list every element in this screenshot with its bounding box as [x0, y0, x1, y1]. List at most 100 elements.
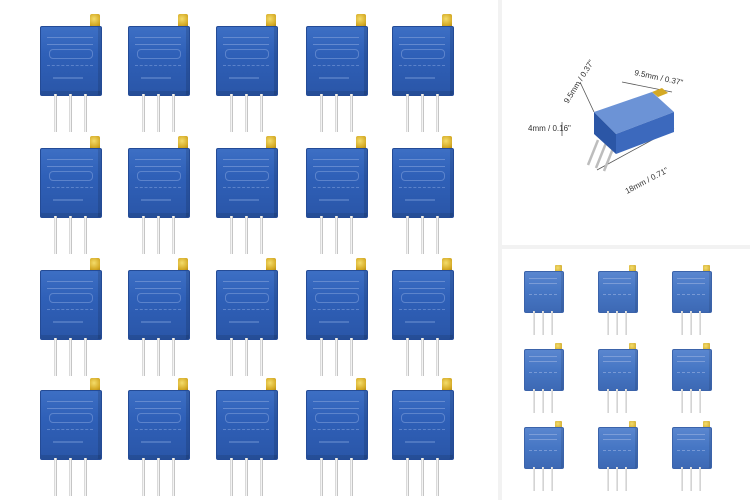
- pin: [350, 458, 353, 496]
- pin: [230, 338, 233, 376]
- pin: [542, 467, 544, 491]
- adjuster-screw: [266, 136, 276, 150]
- pin: [157, 338, 160, 376]
- pin: [69, 458, 72, 496]
- potentiometer-body: [392, 270, 454, 340]
- adjuster-screw: [90, 258, 100, 272]
- adjuster-screw: [266, 258, 276, 272]
- potentiometer-body: [306, 270, 368, 340]
- adjuster-screw: [266, 14, 276, 28]
- pin: [699, 467, 701, 491]
- adjuster-screw: [266, 378, 276, 392]
- pin: [172, 458, 175, 496]
- pin: [406, 338, 409, 376]
- potentiometer-body: [524, 271, 564, 313]
- pin: [245, 458, 248, 496]
- small-product-panel: [502, 249, 750, 500]
- potentiometer-body: [128, 26, 190, 96]
- adjuster-screw: [178, 14, 188, 28]
- adjuster-screw: [555, 343, 562, 351]
- pin: [54, 338, 57, 376]
- pin: [172, 338, 175, 376]
- pin: [681, 311, 683, 335]
- adjuster-screw: [703, 343, 710, 351]
- pin: [699, 389, 701, 413]
- pin: [350, 338, 353, 376]
- pin: [699, 311, 701, 335]
- pin: [335, 338, 338, 376]
- pin: [616, 389, 618, 413]
- adjuster-screw: [555, 421, 562, 429]
- adjuster-screw: [442, 136, 452, 150]
- adjuster-screw: [356, 136, 366, 150]
- pin: [551, 311, 553, 335]
- potentiometer-body: [598, 271, 638, 313]
- pin: [406, 458, 409, 496]
- adjuster-screw: [90, 378, 100, 392]
- pin: [142, 458, 145, 496]
- pin: [335, 94, 338, 132]
- pin: [436, 338, 439, 376]
- depth-dimension-line: [579, 81, 595, 113]
- adjuster-screw: [555, 265, 562, 273]
- pin: [616, 467, 618, 491]
- potentiometer-front-face: [616, 112, 674, 154]
- potentiometer-side-face: [594, 112, 616, 154]
- potentiometer-body: [128, 390, 190, 460]
- pin: [625, 311, 627, 335]
- pin: [320, 458, 323, 496]
- pin: [690, 389, 692, 413]
- pin: [436, 94, 439, 132]
- potentiometer-body: [40, 270, 102, 340]
- adjuster-screw: [178, 258, 188, 272]
- dimension-drawing: 9.5mm / 0.37" 9.5mm / 0.37" 4mm / 0.16" …: [528, 58, 684, 196]
- adjuster-screw: [442, 14, 452, 28]
- pin: [245, 94, 248, 132]
- pin: [607, 389, 609, 413]
- potentiometer-body: [524, 427, 564, 469]
- potentiometer-body: [598, 427, 638, 469]
- pin: [607, 467, 609, 491]
- potentiometer-body: [306, 148, 368, 218]
- pin: [335, 458, 338, 496]
- pin: [690, 311, 692, 335]
- pin: [551, 467, 553, 491]
- pin: [172, 216, 175, 254]
- potentiometer-body: [392, 26, 454, 96]
- potentiometer-body: [306, 26, 368, 96]
- pin: [142, 94, 145, 132]
- dimension-panel: 9.5mm / 0.37" 9.5mm / 0.37" 4mm / 0.16" …: [502, 0, 750, 245]
- pin: [421, 94, 424, 132]
- potentiometer-top-face: [594, 92, 674, 134]
- adjuster-screw: [178, 378, 188, 392]
- pin: [625, 467, 627, 491]
- adjuster-screw: [703, 421, 710, 429]
- pin: [172, 94, 175, 132]
- pin: [54, 216, 57, 254]
- potentiometer-body: [128, 270, 190, 340]
- adjuster-screw: [178, 136, 188, 150]
- pin: [230, 94, 233, 132]
- potentiometer-body: [40, 390, 102, 460]
- potentiometer-body: [672, 427, 712, 469]
- pin: [260, 338, 263, 376]
- pin: [616, 311, 618, 335]
- adjuster-screw: [90, 136, 100, 150]
- pin: [335, 216, 338, 254]
- pin: [320, 216, 323, 254]
- adjuster-screw: [652, 88, 668, 97]
- pin: [230, 458, 233, 496]
- pin: [69, 216, 72, 254]
- pin: [551, 389, 553, 413]
- pin: [436, 458, 439, 496]
- pin: [54, 458, 57, 496]
- adjuster-screw: [629, 421, 636, 429]
- pin: [533, 389, 535, 413]
- pin: [690, 467, 692, 491]
- pin: [54, 94, 57, 132]
- pin: [542, 311, 544, 335]
- pin: [406, 216, 409, 254]
- pin: [421, 338, 424, 376]
- potentiometer-body: [306, 390, 368, 460]
- pin: [84, 216, 87, 254]
